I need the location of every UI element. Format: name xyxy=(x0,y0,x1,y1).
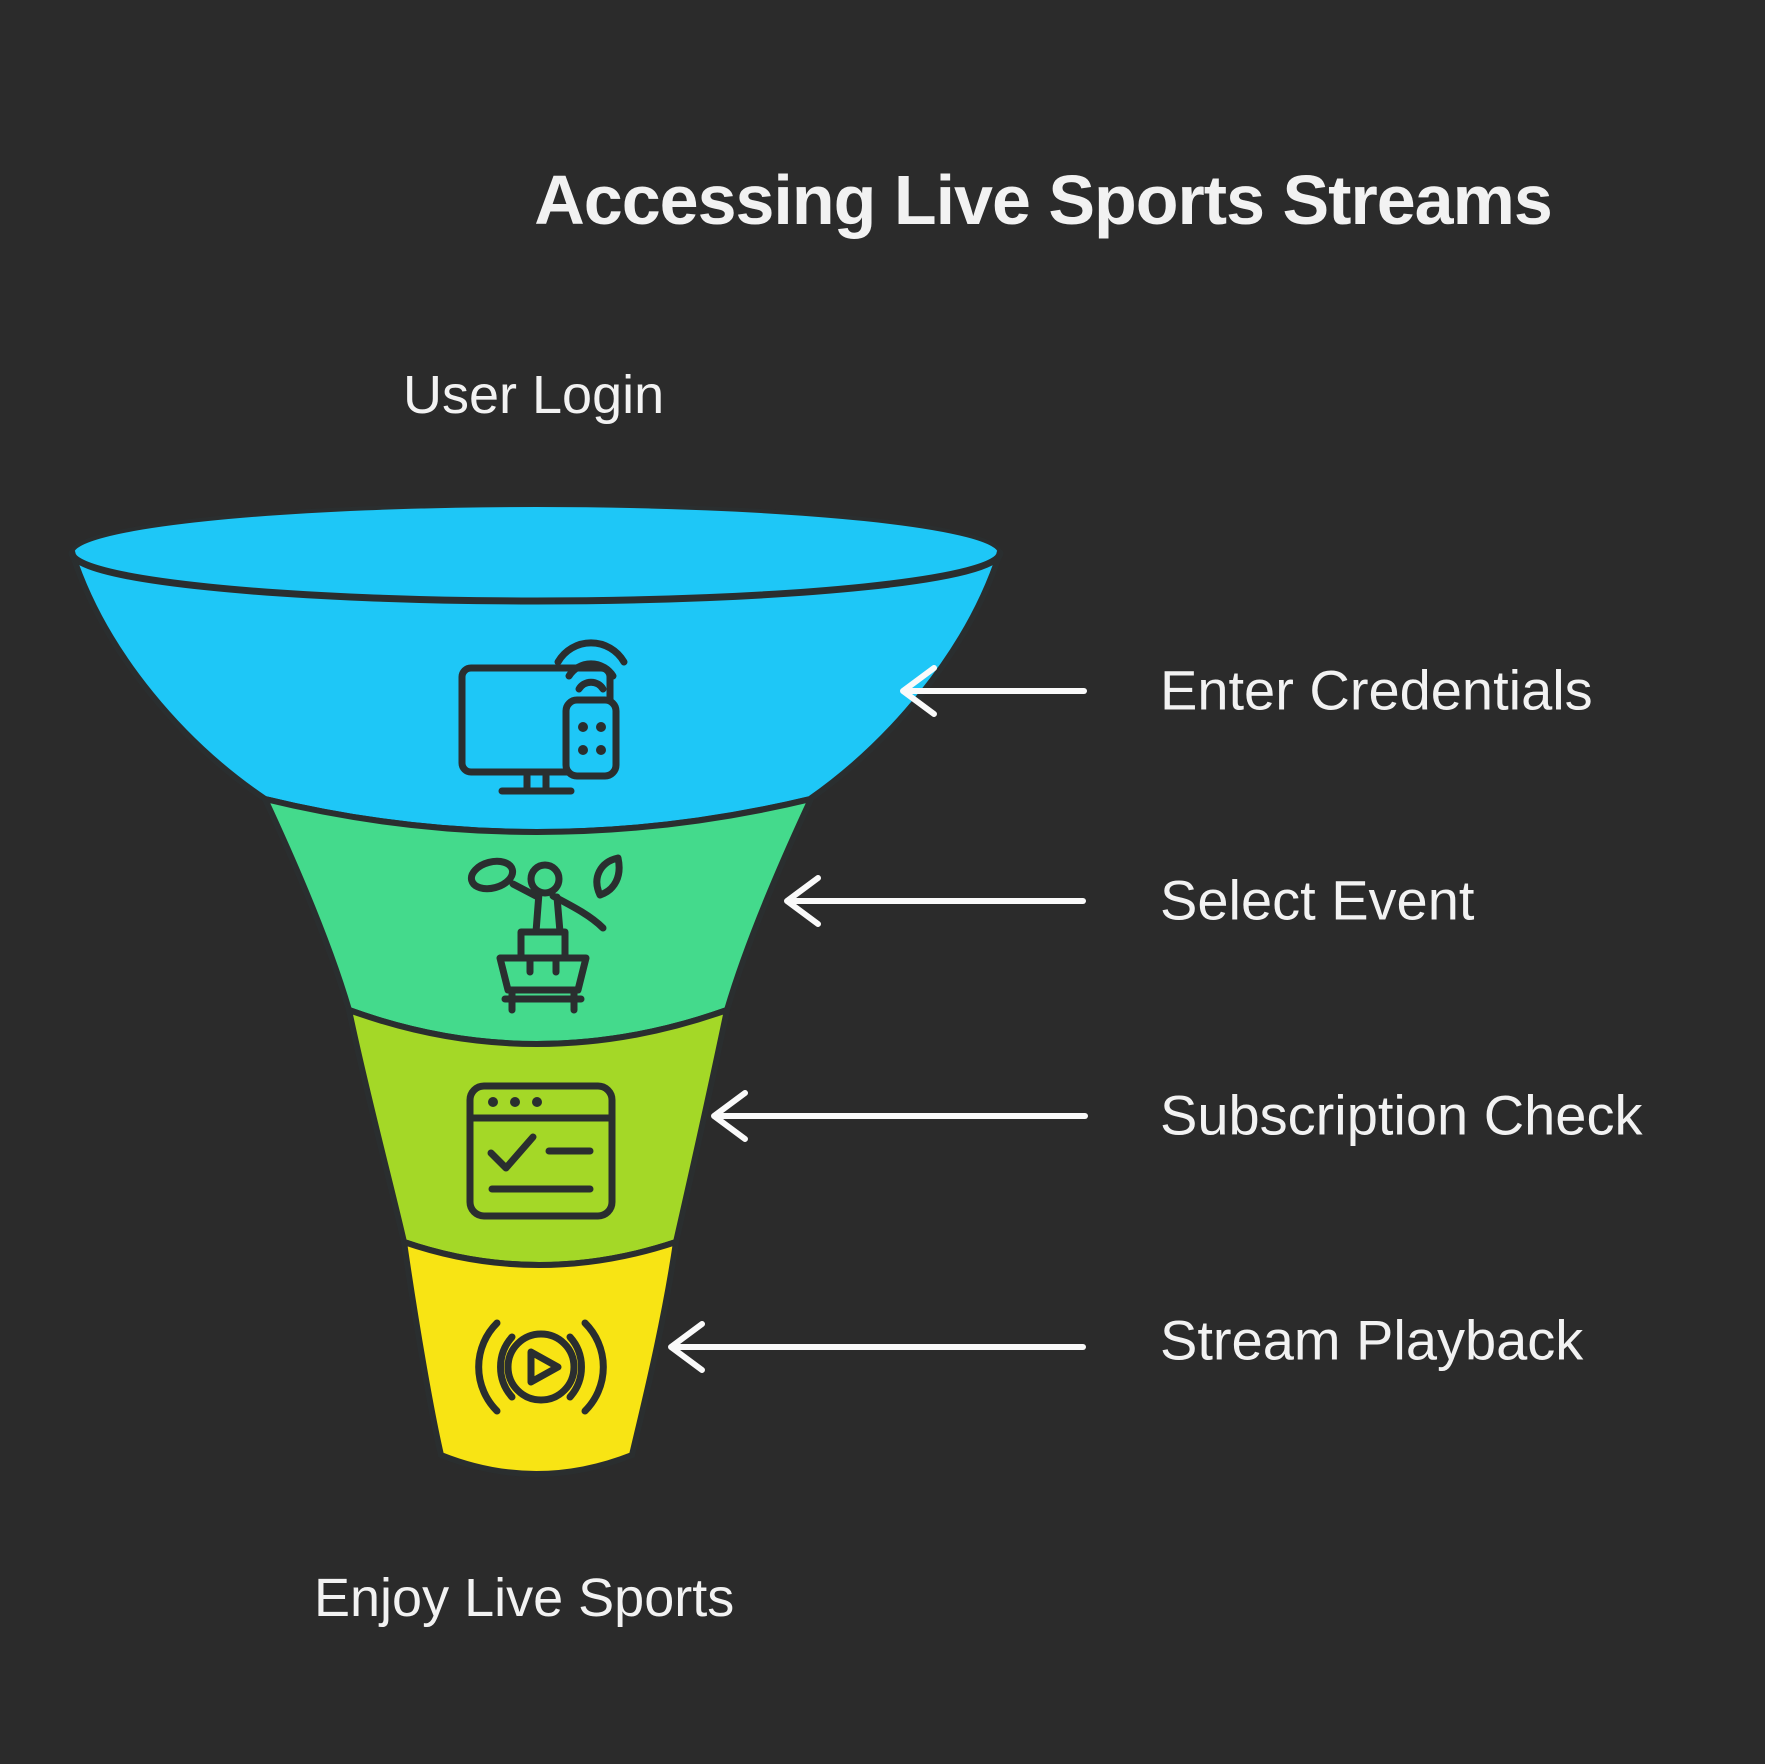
diagram-title: Accessing Live Sports Streams xyxy=(534,161,1553,239)
funnel-stage-subscription xyxy=(344,1005,732,1268)
stage-label-stream-playback: Stream Playback xyxy=(1160,1308,1584,1372)
funnel-outcome-label: Enjoy Live Sports xyxy=(314,1568,735,1628)
arrow-subscription-check xyxy=(711,1090,1088,1142)
live-playback-icon xyxy=(475,1319,607,1415)
athlete-podium-icon xyxy=(467,854,623,1014)
arrow-select-event xyxy=(784,875,1086,927)
stage-label-select-event: Select Event xyxy=(1160,868,1475,932)
stage-label-enter-credentials: Enter Credentials xyxy=(1160,658,1593,722)
arrow-enter-credentials xyxy=(900,665,1087,717)
funnel-lip-line xyxy=(68,549,1004,605)
stage-label-subscription-check: Subscription Check xyxy=(1160,1083,1643,1147)
tv-remote-icon xyxy=(458,639,628,795)
funnel-entry-label: User Login xyxy=(403,365,665,425)
arrow-stream-playback xyxy=(668,1321,1086,1373)
browser-check-icon xyxy=(466,1082,616,1220)
